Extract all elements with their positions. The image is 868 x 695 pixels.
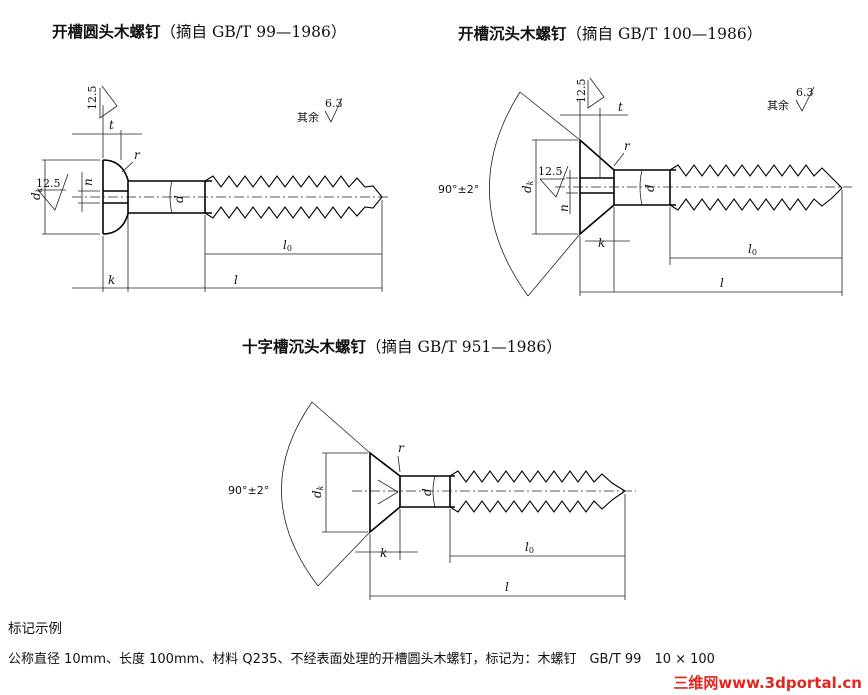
cs-angle-ext-top [519, 91, 581, 141]
round-thread-bottom [204, 196, 383, 219]
cs-rest-symbol [795, 86, 815, 112]
cs-r-label: r [624, 139, 631, 153]
cr-r-label: r [398, 441, 405, 455]
cr-angle-ext-top [311, 401, 371, 454]
figure-cross-recess: 90°±2° dk r d k l0 l [228, 401, 636, 600]
title-cross-recess: 十字槽沉头木螺钉（摘自 GB/T 951—1986） [242, 335, 562, 357]
title-countersunk-std: （摘自 GB/T 100—1986） [566, 25, 763, 43]
figure-round-head: dk n 12.5 t 12.5 r d l0 [29, 85, 388, 292]
cr-l-label: l [505, 580, 509, 594]
title-round-head: 开槽圆头木螺钉（摘自 GB/T 99—1986） [52, 20, 346, 42]
cr-head-outline [369, 451, 401, 534]
cs-n-label: n [557, 204, 571, 212]
cs-angle-arc [489, 91, 529, 297]
round-rest-label: 其余 [297, 110, 319, 124]
cs-shank-section [639, 169, 643, 206]
round-rest-symbol [324, 97, 343, 123]
cr-shank [400, 475, 455, 508]
title-countersunk: 开槽沉头木螺钉（摘自 GB/T 100—1986） [458, 22, 762, 44]
round-l-label: l [234, 273, 238, 287]
cs-shank [614, 169, 676, 206]
round-l0-label: l0 [283, 238, 292, 253]
cs-r-leader [613, 152, 625, 167]
cs-d-label: d [643, 184, 657, 192]
figure-countersunk: 90°±2° dk 12.5 n t 12.5 r d [438, 77, 852, 297]
round-slot-roughness-symbol [37, 173, 69, 211]
cs-top-roughness-symbol [587, 77, 605, 109]
round-d-label: d [172, 195, 186, 203]
cs-rest-label: 其余 [767, 98, 789, 112]
cr-r-leader [397, 455, 401, 473]
cs-thread-top [669, 164, 843, 189]
marking-heading: 标记示例 [8, 621, 62, 637]
cr-angle-ext-bottom [317, 531, 371, 587]
round-k-label: k [108, 273, 115, 287]
watermark: 三维网www.3dportal.cn [673, 674, 862, 692]
cs-thread-bottom [669, 187, 843, 211]
cs-slot-roughness-value: 12.5 [538, 165, 563, 178]
cr-angle-label: 90°±2° [228, 484, 269, 497]
round-r-leader [121, 161, 134, 173]
title-countersunk-name: 开槽沉头木螺钉 [458, 25, 567, 43]
round-thread-top [204, 175, 383, 198]
cs-t-label: t [618, 100, 623, 114]
title-round-head-name: 开槽圆头木螺钉 [52, 23, 161, 41]
cs-dk-label: dk [520, 180, 535, 193]
round-n-label: n [81, 178, 95, 186]
cs-k-label: k [598, 236, 605, 250]
cs-top-roughness-value: 12.5 [575, 79, 588, 104]
cs-angle-label: 90°±2° [438, 183, 479, 196]
round-top-roughness-value: 12.5 [86, 86, 99, 111]
title-round-head-std: （摘自 GB/T 99—1986） [160, 23, 347, 41]
marking-text: 公称直径 10mm、长度 100mm、材料 Q235、不经表面处理的开槽圆头木螺… [8, 652, 715, 667]
cr-k-label: k [380, 546, 387, 560]
cs-rest-value: 6.3 [796, 86, 814, 99]
cr-thread-bottom [449, 490, 626, 513]
round-r-label: r [134, 148, 141, 162]
round-top-roughness-symbol [99, 85, 118, 119]
cr-thread-top [449, 470, 626, 492]
round-shank [128, 180, 212, 214]
cs-l-label: l [720, 276, 724, 290]
cr-l0-label: l0 [525, 540, 534, 555]
cs-slot-roughness-symbol [539, 165, 569, 198]
cs-angle-ext-bottom [527, 233, 581, 297]
title-cross-recess-name: 十字槽沉头木螺钉 [242, 338, 367, 356]
cr-angle-arc [281, 401, 319, 587]
title-cross-recess-std: （摘自 GB/T 951—1986） [366, 338, 562, 356]
cr-dk-label: dk [310, 485, 325, 498]
round-t-label: t [109, 118, 114, 132]
round-slot-roughness-value: 12.5 [36, 177, 61, 190]
cr-recess [377, 479, 399, 505]
cs-l0-label: l0 [748, 242, 757, 257]
cr-d-label: d [420, 488, 434, 496]
